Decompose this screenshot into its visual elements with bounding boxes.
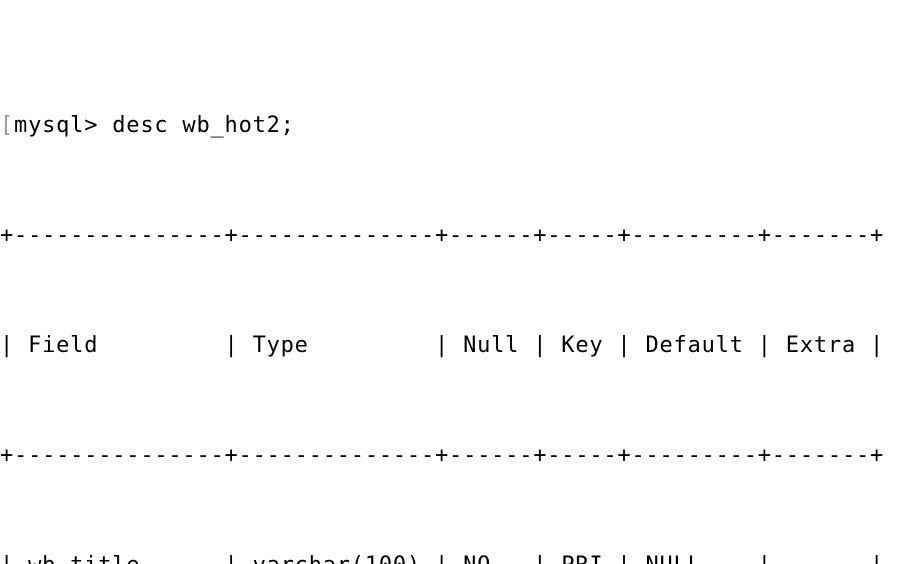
prompt-text: mysql> desc wb_hot2;	[14, 113, 295, 138]
clipped-prompt-bracket: [	[0, 113, 15, 138]
table-header-rule: +---------------+--------------+------+-…	[0, 443, 885, 468]
table-top-rule: +---------------+--------------+------+-…	[0, 223, 885, 248]
table-header-row: | Field | Type | Null | Key | Default | …	[0, 333, 885, 358]
command-line-desc-wb_hot2: [mysql> desc wb_hot2;	[0, 112, 900, 140]
table-row: | wb_title | varchar(100) | NO | PRI | N…	[0, 552, 900, 564]
